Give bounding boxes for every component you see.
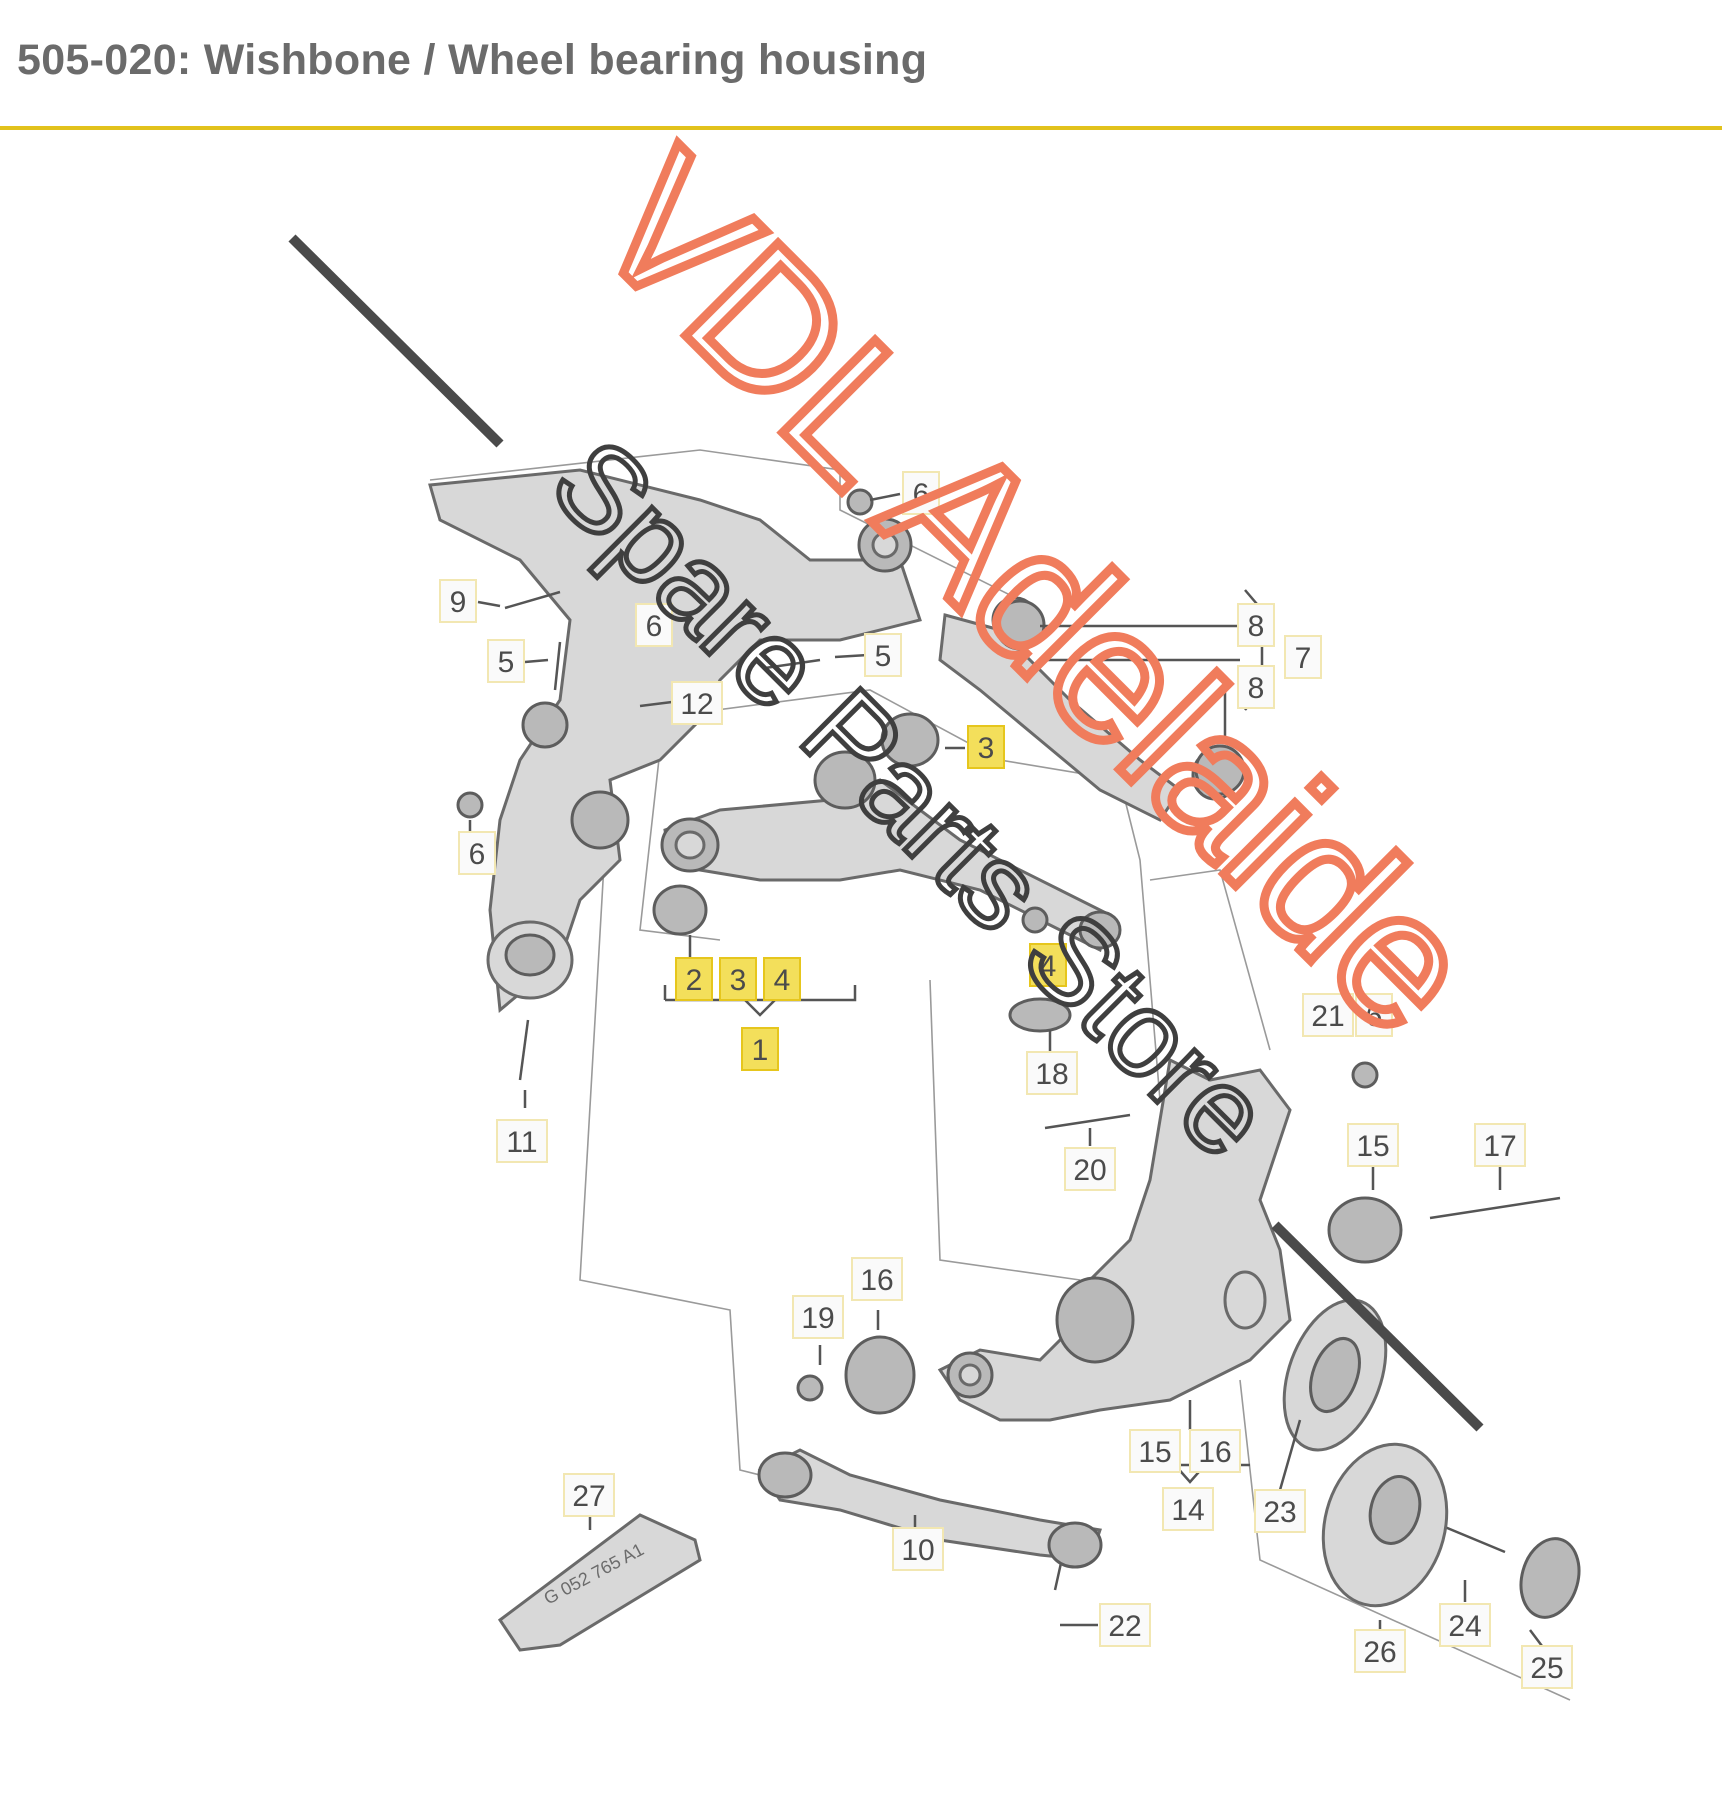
callout-23[interactable]: 23 <box>1254 1489 1306 1533</box>
callout-25[interactable]: 25 <box>1521 1645 1573 1689</box>
svg-text:22: 22 <box>1108 1610 1141 1643</box>
subframe <box>428 468 922 1013</box>
watermark-slash-left <box>288 234 504 448</box>
callout-9[interactable]: 9 <box>439 579 477 623</box>
callout-15[interactable]: 15 <box>1347 1123 1399 1167</box>
header-bar: 505-020: Wishbone / Wheel bearing housin… <box>0 0 1722 130</box>
callout-6[interactable]: 6 <box>458 831 496 875</box>
svg-text:12: 12 <box>680 688 713 721</box>
svg-text:8: 8 <box>1248 610 1265 643</box>
svg-text:10: 10 <box>901 1534 934 1567</box>
callout-8[interactable]: 8 <box>1237 665 1275 709</box>
svg-text:19: 19 <box>801 1302 834 1335</box>
wishbone-1 <box>660 750 1122 953</box>
callout-22[interactable]: 22 <box>1099 1603 1151 1647</box>
callout-20[interactable]: 20 <box>1064 1147 1116 1191</box>
svg-text:1: 1 <box>752 1034 769 1067</box>
svg-text:16: 16 <box>1198 1436 1231 1469</box>
svg-text:25: 25 <box>1530 1652 1563 1685</box>
callout-1-highlighted[interactable]: 1 <box>741 1027 779 1071</box>
svg-text:15: 15 <box>1138 1436 1171 1469</box>
callout-11[interactable]: 11 <box>496 1119 548 1163</box>
svg-text:6: 6 <box>913 478 930 511</box>
svg-text:16: 16 <box>860 1264 893 1297</box>
svg-text:6: 6 <box>646 610 663 643</box>
svg-text:26: 26 <box>1363 1636 1396 1669</box>
callout-16[interactable]: 16 <box>1189 1429 1241 1473</box>
svg-text:24: 24 <box>1448 1610 1481 1643</box>
grease-tube: G 052 765 A1 <box>497 1513 702 1652</box>
callout-3-highlighted[interactable]: 3 <box>967 725 1005 769</box>
svg-text:20: 20 <box>1073 1154 1106 1187</box>
callout-17[interactable]: 17 <box>1474 1123 1526 1167</box>
svg-text:23: 23 <box>1263 1496 1296 1529</box>
svg-text:21: 21 <box>1311 1000 1344 1033</box>
svg-text:4: 4 <box>1040 950 1057 983</box>
callout-6[interactable]: 6 <box>635 603 673 647</box>
callout-14[interactable]: 14 <box>1162 1487 1214 1531</box>
callout-8[interactable]: 8 <box>1237 603 1275 647</box>
callout-5[interactable]: 5 <box>864 633 902 677</box>
callout-6[interactable]: 6 <box>902 471 940 515</box>
callout-5[interactable]: 5 <box>487 639 525 683</box>
callout-21[interactable]: 21 <box>1302 993 1354 1037</box>
svg-text:9: 9 <box>450 586 467 619</box>
bushings <box>456 488 1403 1415</box>
svg-text:5: 5 <box>875 640 892 673</box>
callout-15[interactable]: 15 <box>1129 1429 1181 1473</box>
svg-text:18: 18 <box>1035 1058 1068 1091</box>
svg-text:3: 3 <box>730 964 747 997</box>
callout-27[interactable]: 27 <box>563 1473 615 1517</box>
callout-19[interactable]: 19 <box>792 1295 844 1339</box>
lower-arm-10 <box>757 1448 1103 1569</box>
callout-4-highlighted[interactable]: 4 <box>1029 943 1067 987</box>
callout-labels: 6 9 5 6 5 12 8 7 8 3 6 2 3 4 1 4 18 21 6… <box>439 471 1573 1689</box>
wheel-hub <box>1282 1298 1581 1619</box>
page-title: 505-020: Wishbone / Wheel bearing housin… <box>17 36 928 84</box>
svg-text:27: 27 <box>572 1480 605 1513</box>
wheel-bearing-housing <box>937 1057 1292 1422</box>
svg-text:4: 4 <box>774 964 791 997</box>
svg-text:2: 2 <box>686 964 703 997</box>
callout-26[interactable]: 26 <box>1354 1629 1406 1673</box>
svg-text:6: 6 <box>469 838 486 871</box>
callout-24[interactable]: 24 <box>1439 1603 1491 1647</box>
svg-text:17: 17 <box>1483 1130 1516 1163</box>
callout-12[interactable]: 12 <box>671 681 723 725</box>
svg-text:5: 5 <box>498 646 515 679</box>
callout-10[interactable]: 10 <box>892 1527 944 1571</box>
svg-text:7: 7 <box>1295 642 1312 675</box>
svg-text:15: 15 <box>1356 1130 1389 1163</box>
svg-text:3: 3 <box>978 732 995 765</box>
callout-18[interactable]: 18 <box>1026 1051 1078 1095</box>
svg-text:8: 8 <box>1248 672 1265 705</box>
callout-6[interactable]: 6 <box>1355 993 1393 1037</box>
assembly-outlines <box>429 449 1571 1701</box>
svg-text:11: 11 <box>506 1126 537 1159</box>
callout-3-highlighted[interactable]: 3 <box>719 957 757 1001</box>
watermark-slash-right <box>1271 1221 1484 1432</box>
bolts <box>504 590 1561 1591</box>
callout-16[interactable]: 16 <box>851 1257 903 1301</box>
callout-4-highlighted[interactable]: 4 <box>763 957 801 1001</box>
callout-2-highlighted[interactable]: 2 <box>675 957 713 1001</box>
callout-7[interactable]: 7 <box>1284 635 1322 679</box>
svg-text:14: 14 <box>1171 1494 1204 1527</box>
svg-text:6: 6 <box>1366 1000 1383 1033</box>
